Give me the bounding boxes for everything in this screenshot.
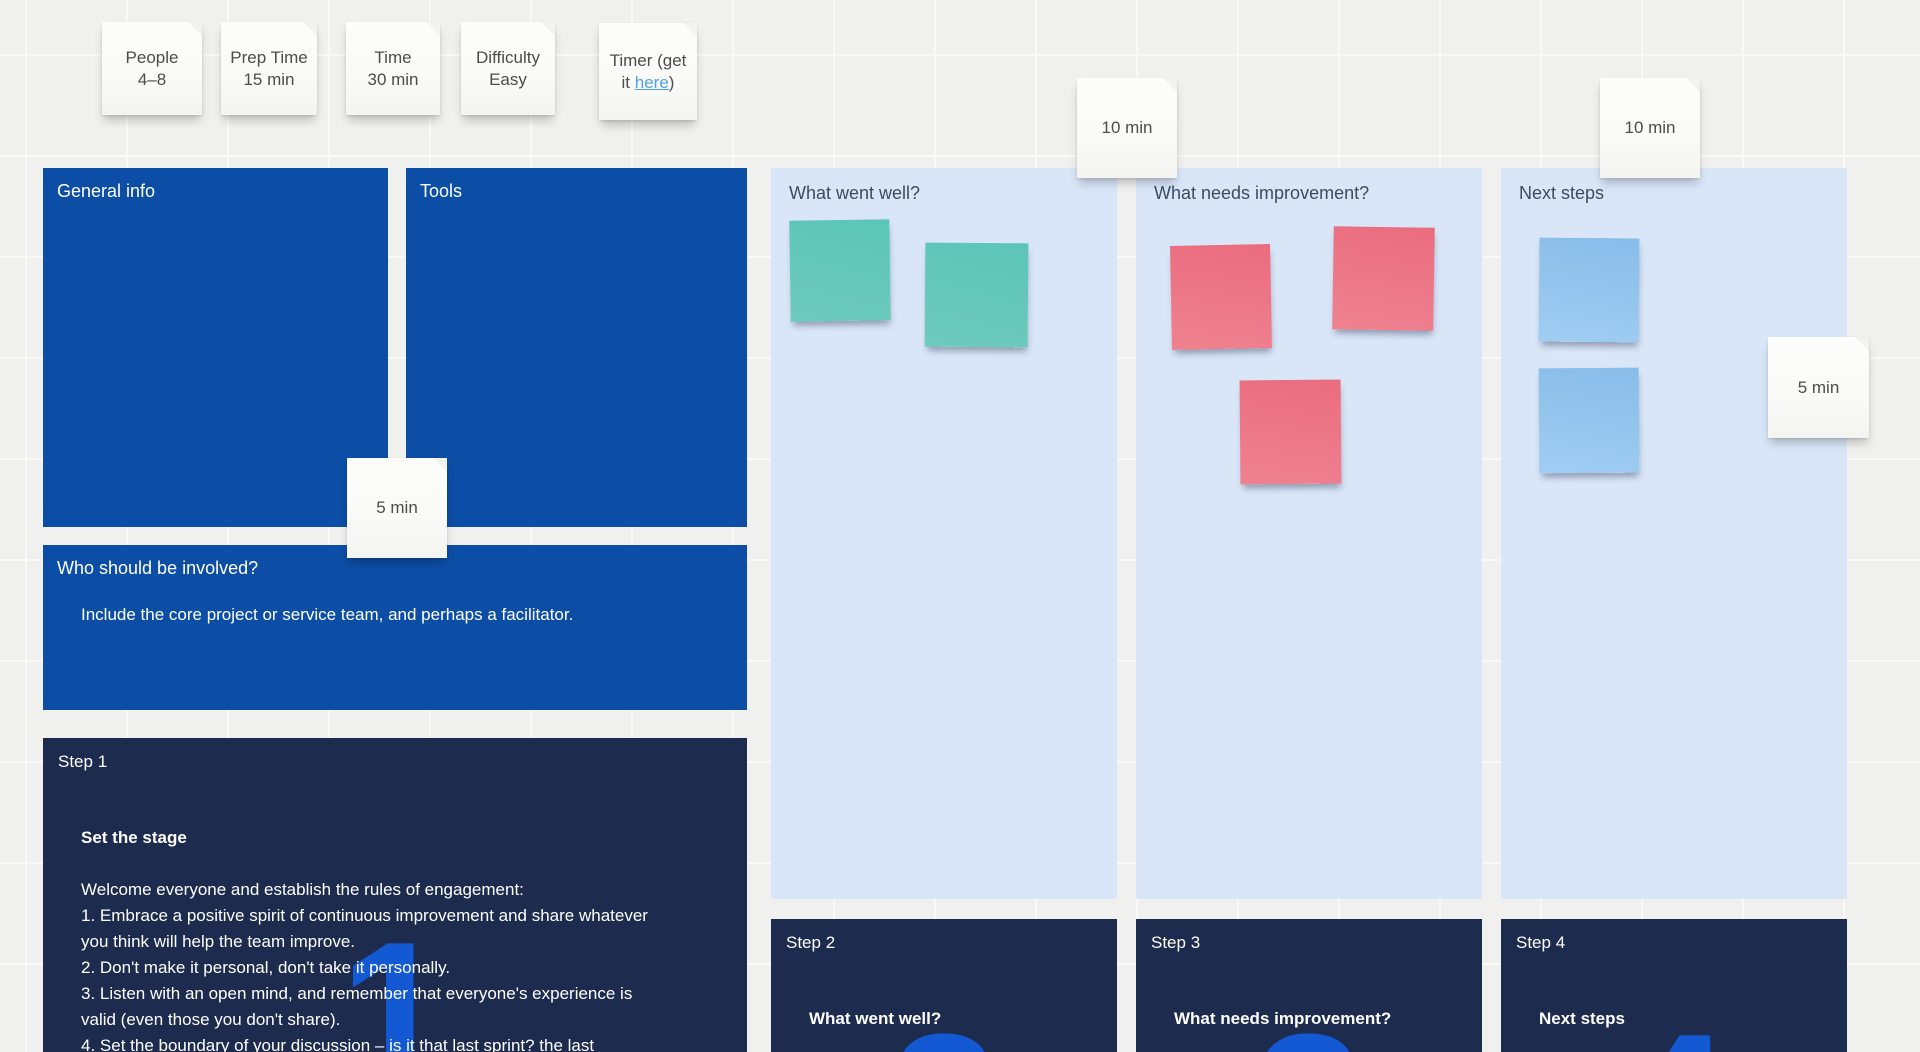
step-3-watermark-digit: 3 xyxy=(1136,1005,1482,1052)
sticky-prep-time[interactable]: Prep Time 15 min xyxy=(221,22,317,115)
step-2-body: What went well? Start the session on a p… xyxy=(809,980,1109,1052)
panel-general-info[interactable]: General info xyxy=(43,168,388,527)
step-3-label: Step 3 xyxy=(1151,933,1201,952)
sticky-time-text: Time 30 min xyxy=(362,47,423,91)
sticky-timer[interactable]: Timer (get it here) xyxy=(599,23,697,120)
sticky-5min-left-text: 5 min xyxy=(376,498,418,517)
step-4-heading: Next steps xyxy=(1539,1009,1625,1028)
step-4-label: Step 4 xyxy=(1516,933,1566,952)
timer-text-suffix: ) xyxy=(668,72,675,92)
step-1-text: Welcome everyone and establish the rules… xyxy=(81,880,648,1052)
sticky-10min-2-text: 10 min xyxy=(1624,118,1676,137)
sticky-note-red-1[interactable] xyxy=(1170,244,1272,350)
column-what-went-well-title: What went well? xyxy=(789,183,921,203)
sticky-line: Prep Time xyxy=(230,47,308,67)
sticky-line: 30 min xyxy=(367,69,419,89)
column-what-needs-improvement-title: What needs improvement? xyxy=(1154,183,1370,203)
panel-who-body: Include the core project or service team… xyxy=(81,605,574,624)
sticky-note-teal-2[interactable] xyxy=(924,242,1029,348)
step-1-watermark-digit: 1 xyxy=(339,901,451,1052)
panel-who-should-be-involved[interactable]: Who should be involved? Include the core… xyxy=(43,545,747,710)
sticky-10min-1-text: 10 min xyxy=(1101,118,1153,137)
panel-tools-title: Tools xyxy=(420,181,463,201)
sticky-note-blue-2[interactable] xyxy=(1538,367,1640,474)
sticky-time[interactable]: Time 30 min xyxy=(346,22,440,115)
sticky-5min-right-text: 5 min xyxy=(1797,377,1840,397)
step-2-heading: What went well? xyxy=(809,1009,942,1028)
panel-step-3[interactable]: 3 Step 3 What needs improvement? Same st… xyxy=(1136,919,1482,1052)
sticky-line: Easy xyxy=(489,69,527,89)
sticky-note-red-2[interactable] xyxy=(1332,226,1435,331)
sticky-line: 4–8 xyxy=(137,69,167,89)
sticky-5min-right[interactable]: 5 min xyxy=(1768,337,1869,438)
sticky-line: Difficulty xyxy=(476,47,540,67)
sticky-line: 15 min xyxy=(243,69,295,89)
panel-who-title: Who should be involved? xyxy=(57,558,259,578)
step-2-label: Step 2 xyxy=(786,933,836,952)
step-1-heading: Set the stage xyxy=(81,828,187,847)
sticky-timer-text: Timer (get it here) xyxy=(600,50,696,94)
step-4-body: Next steps Having identified what didn't… xyxy=(1539,980,1839,1052)
sticky-10min-2[interactable]: 10 min xyxy=(1600,78,1700,178)
panel-step-4[interactable]: 4 Step 4 Next steps Having identified wh… xyxy=(1501,919,1847,1052)
sticky-line: People xyxy=(125,47,179,67)
panel-step-2[interactable]: 2 Step 2 What went well? Start the sessi… xyxy=(771,919,1117,1052)
sticky-5min-left[interactable]: 5 min xyxy=(347,458,447,558)
step-4-watermark-digit: 4 xyxy=(1501,1005,1847,1052)
step-1-label: Step 1 xyxy=(58,752,108,771)
timer-text-prefix: Timer (get it xyxy=(609,50,687,92)
step-3-body: What needs improvement? Same structure a… xyxy=(1174,980,1474,1052)
sticky-note-teal-1[interactable] xyxy=(789,219,891,322)
sticky-note-blue-1[interactable] xyxy=(1538,237,1640,343)
sticky-people[interactable]: People 4–8 xyxy=(102,22,202,115)
panel-step-1[interactable]: 1 Step 1 Set the stage Welcome everyone … xyxy=(43,738,747,1052)
step-2-watermark-digit: 2 xyxy=(771,1005,1117,1052)
step-3-heading: What needs improvement? xyxy=(1174,1009,1392,1028)
sticky-prep-time-text: Prep Time 15 min xyxy=(225,47,312,91)
sticky-people-text: People 4–8 xyxy=(121,47,184,91)
column-next-steps-title: Next steps xyxy=(1519,183,1605,203)
sticky-difficulty[interactable]: Difficulty Easy xyxy=(461,22,555,115)
panel-general-info-title: General info xyxy=(57,181,156,201)
panel-tools[interactable]: Tools xyxy=(406,168,747,527)
step-1-body: Set the stage Welcome everyone and estab… xyxy=(81,799,741,1052)
sticky-line: Time xyxy=(374,47,412,67)
timer-here-link[interactable]: here xyxy=(634,72,669,92)
sticky-difficulty-text: Difficulty Easy xyxy=(471,47,545,91)
sticky-note-red-3[interactable] xyxy=(1239,379,1342,485)
sticky-10min-1[interactable]: 10 min xyxy=(1077,78,1177,178)
